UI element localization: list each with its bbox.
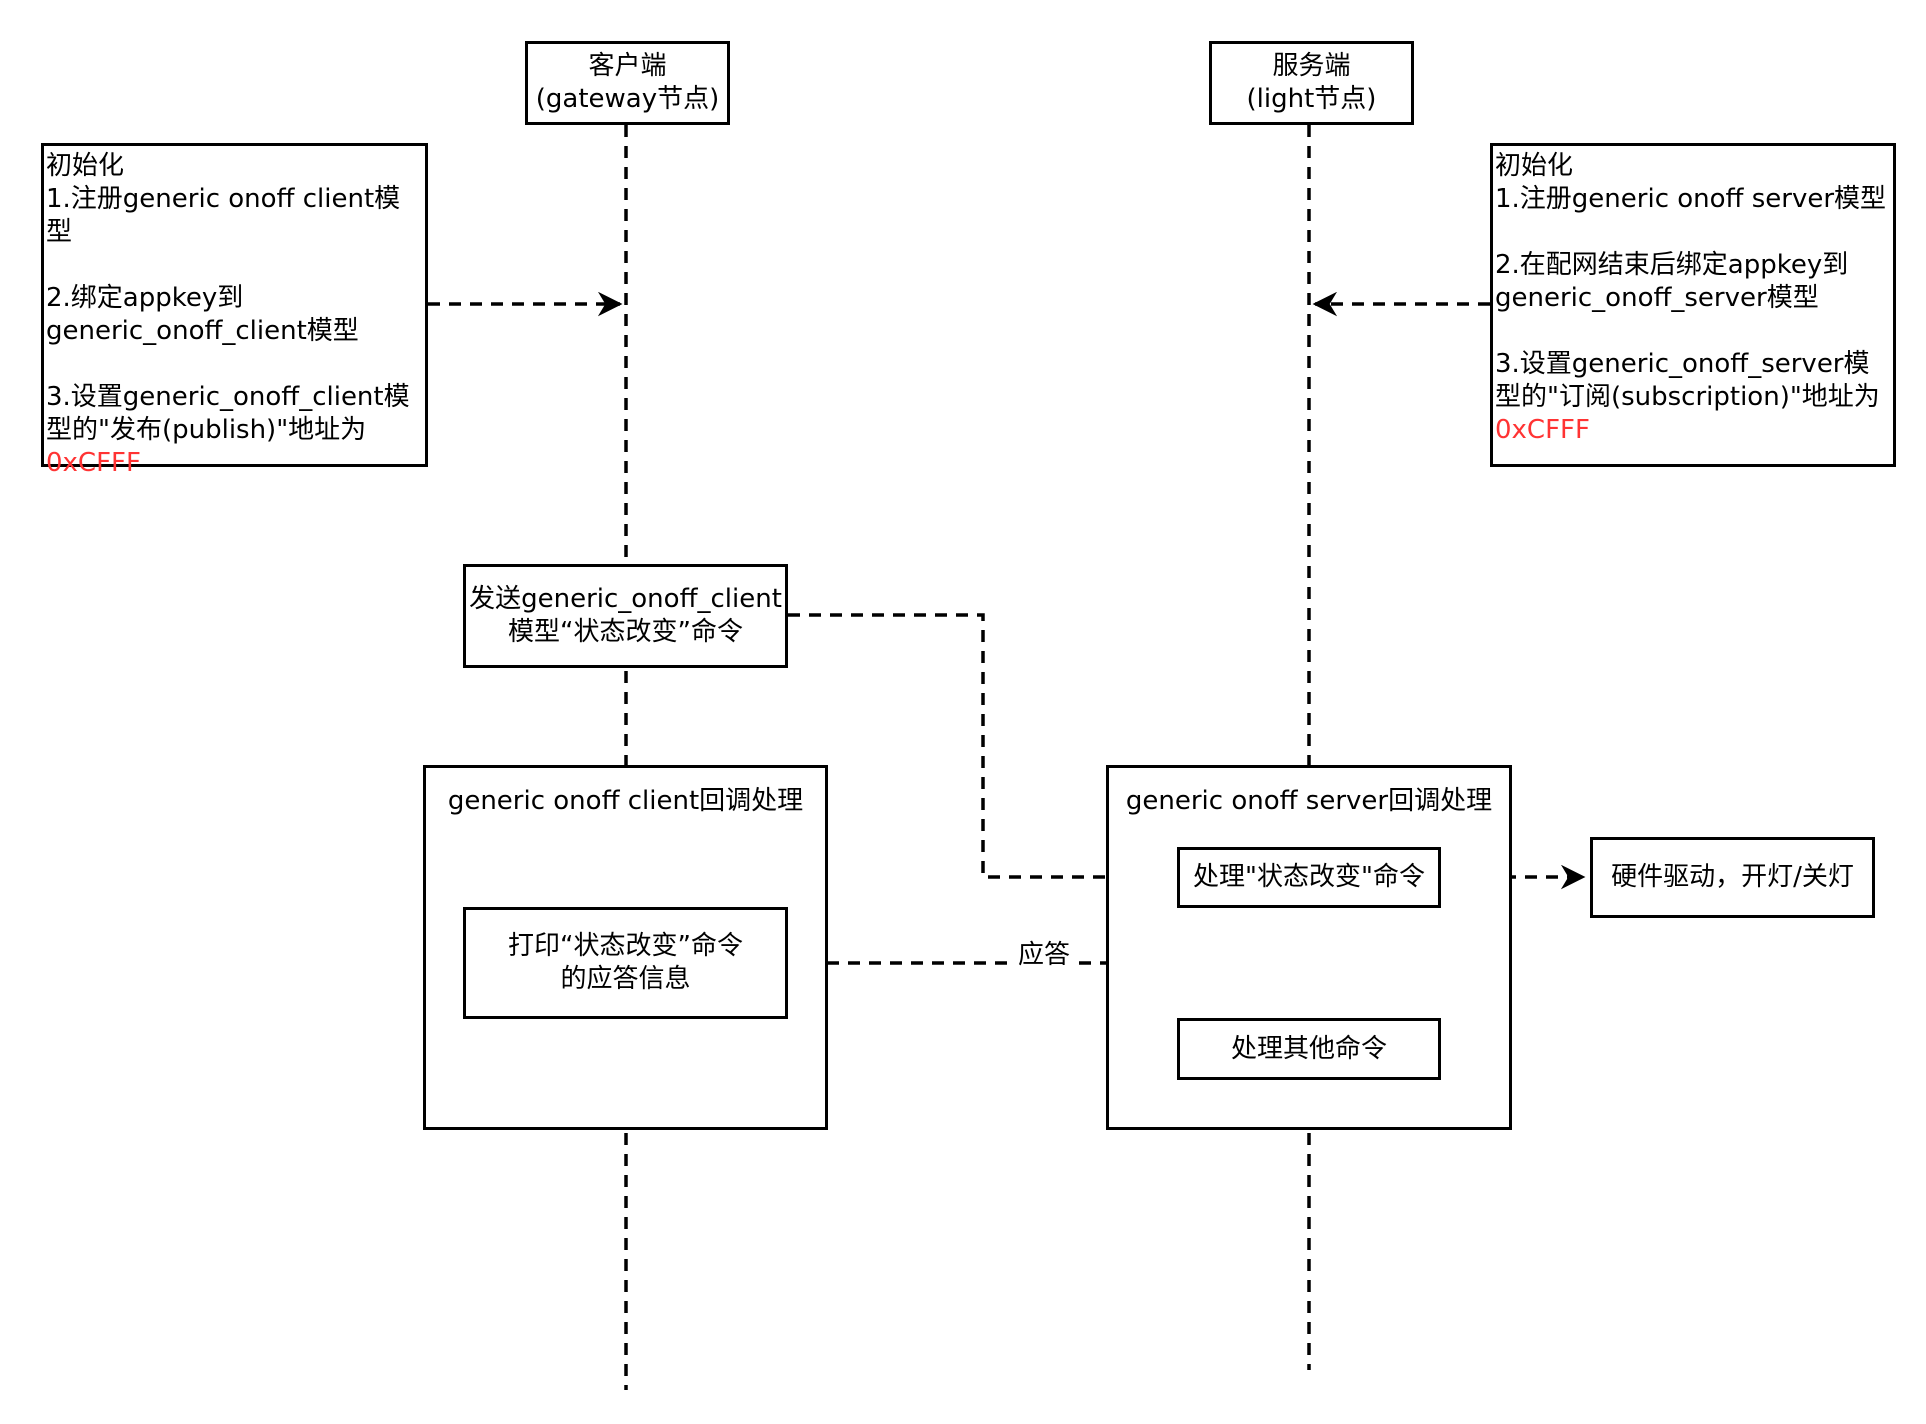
print-response-box: 打印“状态改变”命令 的应答信息 [463,907,788,1019]
server-header-line1: 服务端 [1272,51,1351,81]
handle-other-commands-label: 处理其他命令 [1230,1033,1387,1064]
response-label: 应答 [1016,934,1073,971]
client-init-box: 初始化 1.注册generic onoff client模型 2.绑定appke… [41,143,428,478]
send-command-box: 发送generic_onoff_client 模型“状态改变”命令 [463,564,788,668]
hardware-driver-box: 硬件驱动，开灯/关灯 [1590,837,1875,918]
server-header-line2: (light节点) [1246,84,1377,114]
client-init-step2: 2.绑定appkey到 generic_onoff_client模型 [46,283,359,346]
hardware-driver-label: 硬件驱动，开灯/关灯 [1611,862,1854,892]
client-init-step3: 3.设置generic_onoff_client模 型的"发布(publish)… [46,382,410,445]
client-init-step1: 1.注册generic onoff client模型 [46,184,401,247]
response-arrow [790,908,1311,976]
client-header-line2: (gateway节点) [535,84,720,114]
handle-other-commands-box: 处理其他命令 [1177,1018,1441,1080]
server-init-title: 初始化 [1495,151,1574,181]
server-init-box: 初始化 1.注册generic onoff server模型 2.在配网结束后绑… [1490,143,1896,467]
send-command-line2: 模型“状态改变”命令 [508,617,743,647]
server-callback-title: generic onoff server回调处理 [1125,786,1493,816]
client-init-title: 初始化 [46,151,125,181]
handle-state-change-box: 处理"状态改变"命令 [1177,847,1441,908]
print-response-line1: 打印“状态改变”命令 [508,931,743,961]
client-publish-address: 0xCFFF [46,448,141,478]
handle-state-change-label: 处理"状态改变"命令 [1193,862,1425,892]
server-init-step1: 1.注册generic onoff server模型 [1495,184,1887,214]
client-header-line1: 客户端 [588,51,667,81]
server-init-step3: 3.设置generic_onoff_server模 型的"订阅(subscrip… [1495,349,1880,412]
client-lifeline-header: 客户端 (gateway节点) [525,41,730,125]
print-response-line2: 的应答信息 [560,964,691,994]
client-callback-title: generic onoff client回调处理 [447,786,804,816]
server-subscription-address: 0xCFFF [1495,415,1590,445]
server-init-step2: 2.在配网结束后绑定appkey到 generic_onoff_server模型 [1495,250,1849,313]
send-command-arrow [788,613,1177,890]
send-command-line1: 发送generic_onoff_client [469,584,782,614]
server-lifeline-header: 服务端 (light节点) [1209,41,1414,125]
